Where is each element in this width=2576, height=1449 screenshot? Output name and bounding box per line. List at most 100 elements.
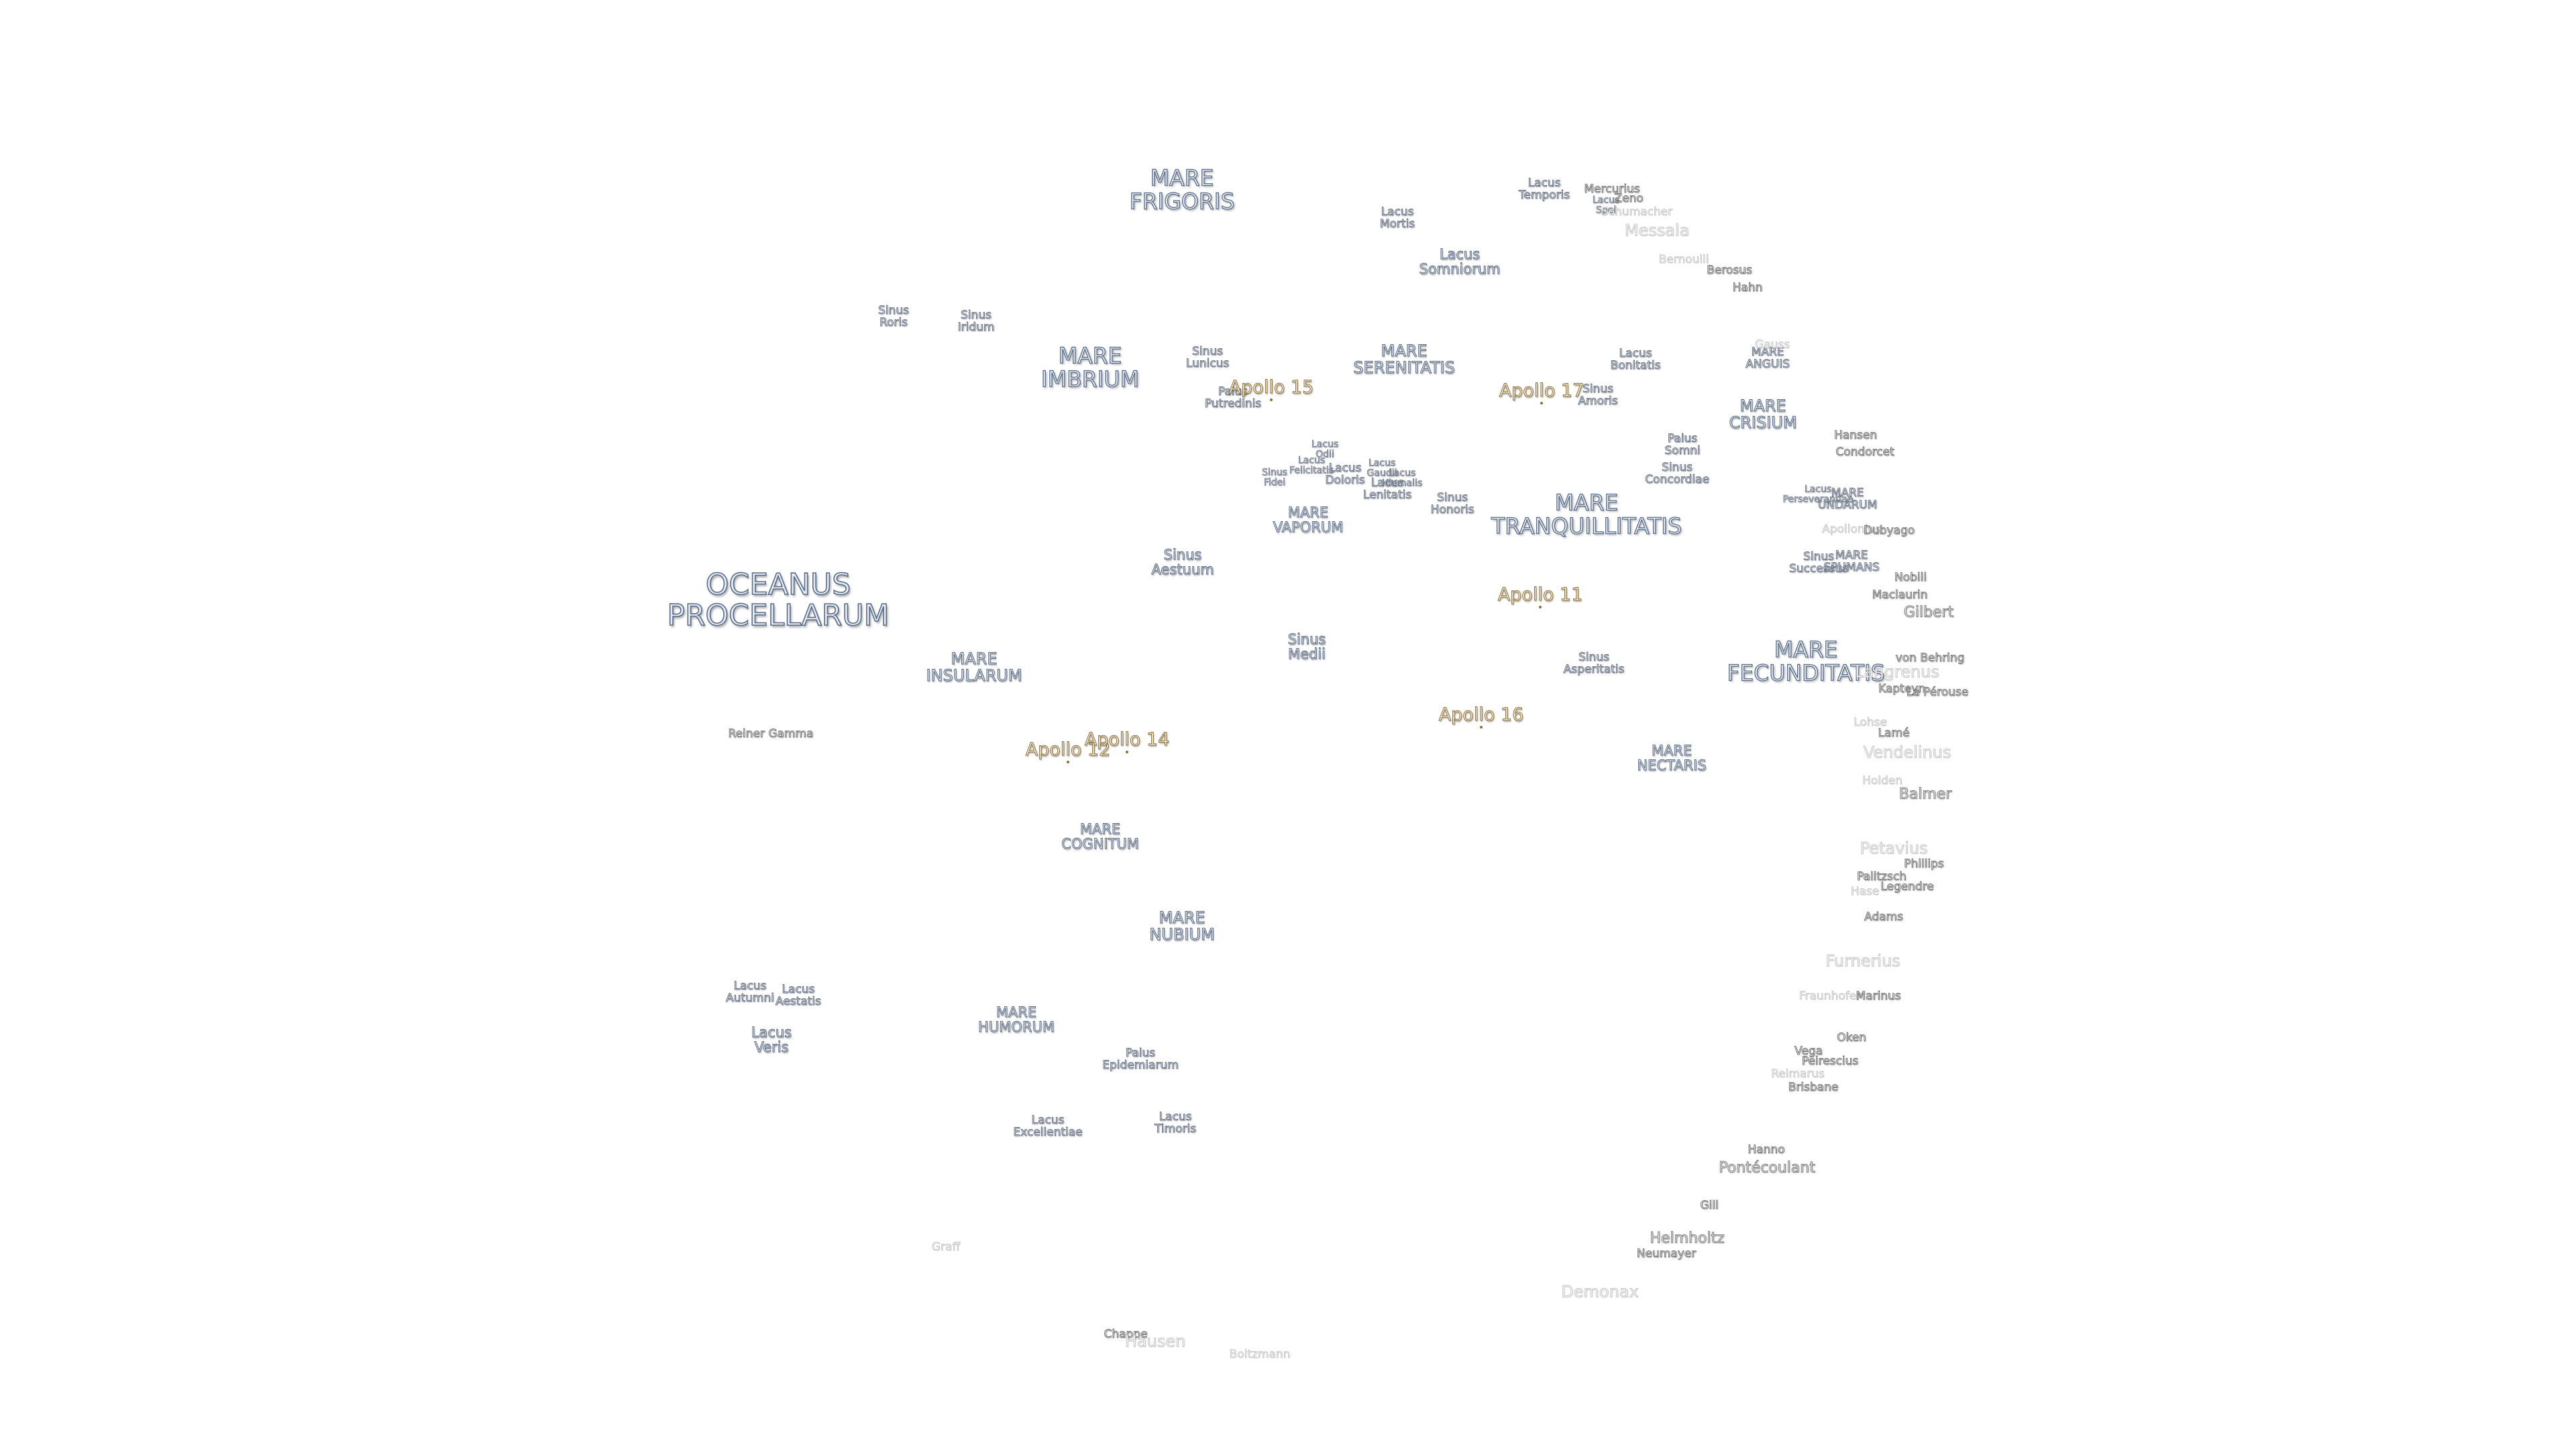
sinus-asperitatis-label: Sinus Asperitatis bbox=[1563, 651, 1625, 676]
lacus-mortis-label: Lacus Mortis bbox=[1379, 205, 1415, 231]
crater-adams: Adams bbox=[1864, 910, 1904, 924]
apollo-12-marker bbox=[1067, 761, 1069, 763]
crater-hase: Hase bbox=[1850, 885, 1880, 899]
mare-insularum-label: MARE INSULARUM bbox=[926, 649, 1022, 685]
crater-nobili: Nobili bbox=[1894, 571, 1927, 585]
mare-humorum-label: MARE HUMORUM bbox=[978, 1004, 1055, 1035]
crater-palitzsch: Palitzsch bbox=[1857, 870, 1907, 884]
sinus-fidei-label: Sinus Fidei bbox=[1262, 467, 1287, 488]
lacus-lenitatis-label: Lacus Lenitatis bbox=[1362, 476, 1412, 502]
apollo-15-label: Apollo 15 bbox=[1228, 376, 1314, 398]
mare-imbrium-label: MARE IMBRIUM bbox=[1040, 342, 1140, 392]
apollo-16-marker bbox=[1480, 726, 1483, 729]
crater-la-perouse: La Pérouse bbox=[1906, 686, 1969, 700]
palus-epidemiarum-label: Palus Epidemiarum bbox=[1102, 1046, 1179, 1072]
reiner-gamma-label: Reiner Gamma bbox=[728, 727, 814, 741]
crater-gill: Gill bbox=[1700, 1199, 1719, 1213]
apollo-14-marker bbox=[1126, 751, 1128, 753]
mare-spumans-label: MARE SPUMANS bbox=[1823, 549, 1880, 574]
sinus-successus-label: Sinus Successus bbox=[1788, 550, 1849, 576]
lacus-excellentiae-label: Lacus Excellentiae bbox=[1013, 1114, 1083, 1139]
crater-lohse: Lohse bbox=[1854, 716, 1887, 730]
crater-legendre: Legendre bbox=[1880, 880, 1934, 894]
sinus-roris-label: Sinus Roris bbox=[878, 304, 910, 329]
crater-apollonius: Apollonius bbox=[1822, 523, 1881, 537]
crater-vendelinus: Vendelinus bbox=[1863, 743, 1951, 762]
oceanus-procellarum-label: OCEANUS PROCELLARUM bbox=[667, 567, 890, 633]
crater-demonax: Demonax bbox=[1561, 1282, 1639, 1301]
crater-hahn: Hahn bbox=[1732, 281, 1763, 295]
mare-anguis-label: MARE ANGUIS bbox=[1746, 345, 1790, 371]
crater-helmholtz: Helmholtz bbox=[1650, 1230, 1725, 1247]
lacus-timoris-label: Lacus Timoris bbox=[1154, 1110, 1197, 1136]
lacus-gaudii-label: Lacus Gaudii bbox=[1366, 458, 1397, 478]
crater-gauss: Gauss bbox=[1754, 338, 1790, 352]
crater-mercurius: Mercurius bbox=[1584, 182, 1640, 197]
mare-crisium-label: MARE CRISIUM bbox=[1729, 396, 1797, 432]
crater-pontecoulant: Pontécoulant bbox=[1719, 1159, 1816, 1177]
crater-kapteyn: Kapteyn bbox=[1878, 682, 1926, 696]
mare-tranquillitatis-label: MARE TRANQUILLITATIS bbox=[1491, 489, 1682, 539]
crater-fraunhofer: Fraunhofer bbox=[1799, 989, 1862, 1004]
lacus-somniorum-label: Lacus Somniorum bbox=[1419, 246, 1501, 277]
lacus-spei-label: Lacus Spei bbox=[1592, 195, 1620, 215]
mare-undarum-label: MARE UNDARUM bbox=[1817, 486, 1878, 512]
mare-nubium-label: MARE NUBIUM bbox=[1149, 908, 1215, 944]
crater-bernoulli: Bernoulli bbox=[1658, 253, 1709, 267]
crater-graff: Graff bbox=[931, 1240, 961, 1254]
apollo-15-marker bbox=[1270, 398, 1273, 401]
apollo-11-marker bbox=[1539, 606, 1542, 608]
palus-putredinis-label: Palus Putredinis bbox=[1204, 385, 1262, 411]
lacus-veris-label: Lacus Veris bbox=[751, 1024, 792, 1055]
lacus-perseverantiae-label: Lacus Perseverantiae bbox=[1782, 484, 1854, 504]
crater-brisbane: Brisbane bbox=[1788, 1081, 1839, 1095]
sinus-medii-label: Sinus Medii bbox=[1287, 631, 1326, 662]
crater-neumayer: Neumayer bbox=[1636, 1247, 1697, 1261]
mare-serenitatis-label: MARE SERENITATIS bbox=[1353, 341, 1456, 377]
lacus-aestatis-label: Lacus Aestatis bbox=[775, 983, 822, 1008]
apollo-12-label: Apollo 12 bbox=[1025, 739, 1111, 760]
lacus-temporis-label: Lacus Temporis bbox=[1518, 176, 1570, 202]
mare-vaporum-label: MARE VAPORUM bbox=[1273, 504, 1344, 535]
crater-chappe: Chappe bbox=[1104, 1328, 1148, 1342]
crater-zeno: Zeno bbox=[1614, 192, 1644, 206]
crater-berosus: Berosus bbox=[1707, 264, 1752, 278]
crater-langrenus: Langrenus bbox=[1855, 662, 1939, 682]
crater-von-behring: von Behring bbox=[1895, 651, 1965, 665]
crater-peirescius: Peirescius bbox=[1801, 1055, 1859, 1069]
mare-frigoris-label: MARE FRIGORIS bbox=[1129, 164, 1235, 214]
lacus-felicitatis-label: Lacus Felicitatis bbox=[1289, 455, 1334, 476]
crater-lame: Lamé bbox=[1878, 727, 1910, 741]
apollo-17-label: Apollo 17 bbox=[1499, 380, 1585, 401]
sinus-concordiae-label: Sinus Concordiae bbox=[1645, 461, 1710, 486]
sinus-lunicus-label: Sinus Lunicus bbox=[1185, 345, 1230, 370]
crater-hanno: Hanno bbox=[1748, 1143, 1785, 1157]
lacus-autumni-label: Lacus Autumni bbox=[726, 979, 775, 1005]
sinus-aestuum-label: Sinus Aestuum bbox=[1151, 546, 1214, 578]
crater-vega: Vega bbox=[1794, 1044, 1823, 1059]
crater-oken: Oken bbox=[1837, 1031, 1867, 1045]
apollo-17-marker bbox=[1540, 402, 1543, 405]
sinus-iridum-label: Sinus Iridum bbox=[957, 309, 995, 334]
lacus-doloris-label: Lacus Doloris bbox=[1325, 462, 1365, 487]
palus-somni-label: Palus Somni bbox=[1664, 432, 1701, 458]
crater-boltzmann: Boltzmann bbox=[1229, 1348, 1291, 1362]
crater-dubyago: Dubyago bbox=[1863, 524, 1915, 538]
apollo-14-label: Apollo 14 bbox=[1084, 729, 1170, 750]
crater-maclaurin: Maclaurin bbox=[1872, 588, 1928, 602]
sinus-honoris-label: Sinus Honoris bbox=[1430, 491, 1474, 517]
crater-condorcet: Condorcet bbox=[1835, 445, 1894, 460]
crater-phillips: Phillips bbox=[1904, 857, 1944, 871]
crater-furnerius: Furnerius bbox=[1825, 951, 1900, 971]
crater-balmer: Balmer bbox=[1898, 786, 1952, 803]
crater-marinus: Marinus bbox=[1856, 989, 1901, 1004]
sinus-amoris-label: Sinus Amoris bbox=[1578, 382, 1618, 408]
mare-cognitum-label: MARE COGNITUM bbox=[1061, 820, 1140, 852]
crater-holden: Holden bbox=[1862, 774, 1903, 788]
crater-hausen: Hausen bbox=[1124, 1332, 1186, 1351]
apollo-16-label: Apollo 16 bbox=[1438, 704, 1524, 725]
crater-schumacher: Schumacher bbox=[1601, 205, 1673, 219]
crater-messala: Messala bbox=[1624, 221, 1690, 240]
mare-nectaris-label: MARE NECTARIS bbox=[1637, 742, 1707, 773]
